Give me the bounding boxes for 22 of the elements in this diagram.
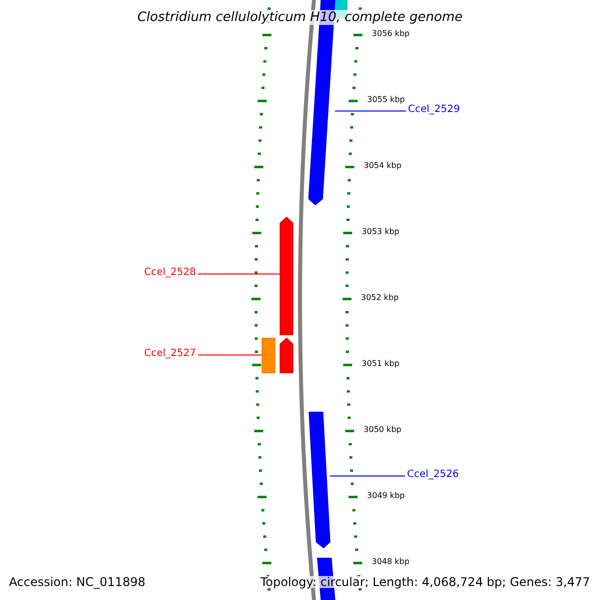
tick-label: 3054 kbp xyxy=(364,162,402,170)
footer-text: Topology: circular; Length: 4,068,724 bp; Genes: 3,477 xyxy=(260,576,590,588)
tick-label: 3050 kbp xyxy=(364,426,402,434)
leader-line xyxy=(198,354,262,356)
gene-feature xyxy=(308,412,330,548)
tick-label: 3056 kbp xyxy=(372,30,410,38)
tick-label: 3048 kbp xyxy=(372,558,410,566)
leader-line xyxy=(334,110,406,112)
gene-label: Ccel_2529 xyxy=(408,105,460,115)
tick-label: 3051 kbp xyxy=(362,360,400,368)
tick-label: 3055 kbp xyxy=(367,96,405,104)
gene-label: Ccel_2526 xyxy=(407,470,459,480)
gene-label: Ccel_2527 xyxy=(144,349,196,359)
gene-feature xyxy=(280,338,294,374)
tick-label: 3049 kbp xyxy=(367,492,405,500)
tick-label: 3053 kbp xyxy=(362,228,400,236)
footer-text: Accession: NC_011898 xyxy=(9,576,146,588)
gene-feature xyxy=(280,216,294,336)
gene-feature xyxy=(262,338,276,374)
tick-label: 3052 kbp xyxy=(361,294,399,302)
gene-label: Ccel_2528 xyxy=(144,268,196,278)
chart-title: Clostridium cellulolyticum H10, complete genome xyxy=(136,11,464,24)
